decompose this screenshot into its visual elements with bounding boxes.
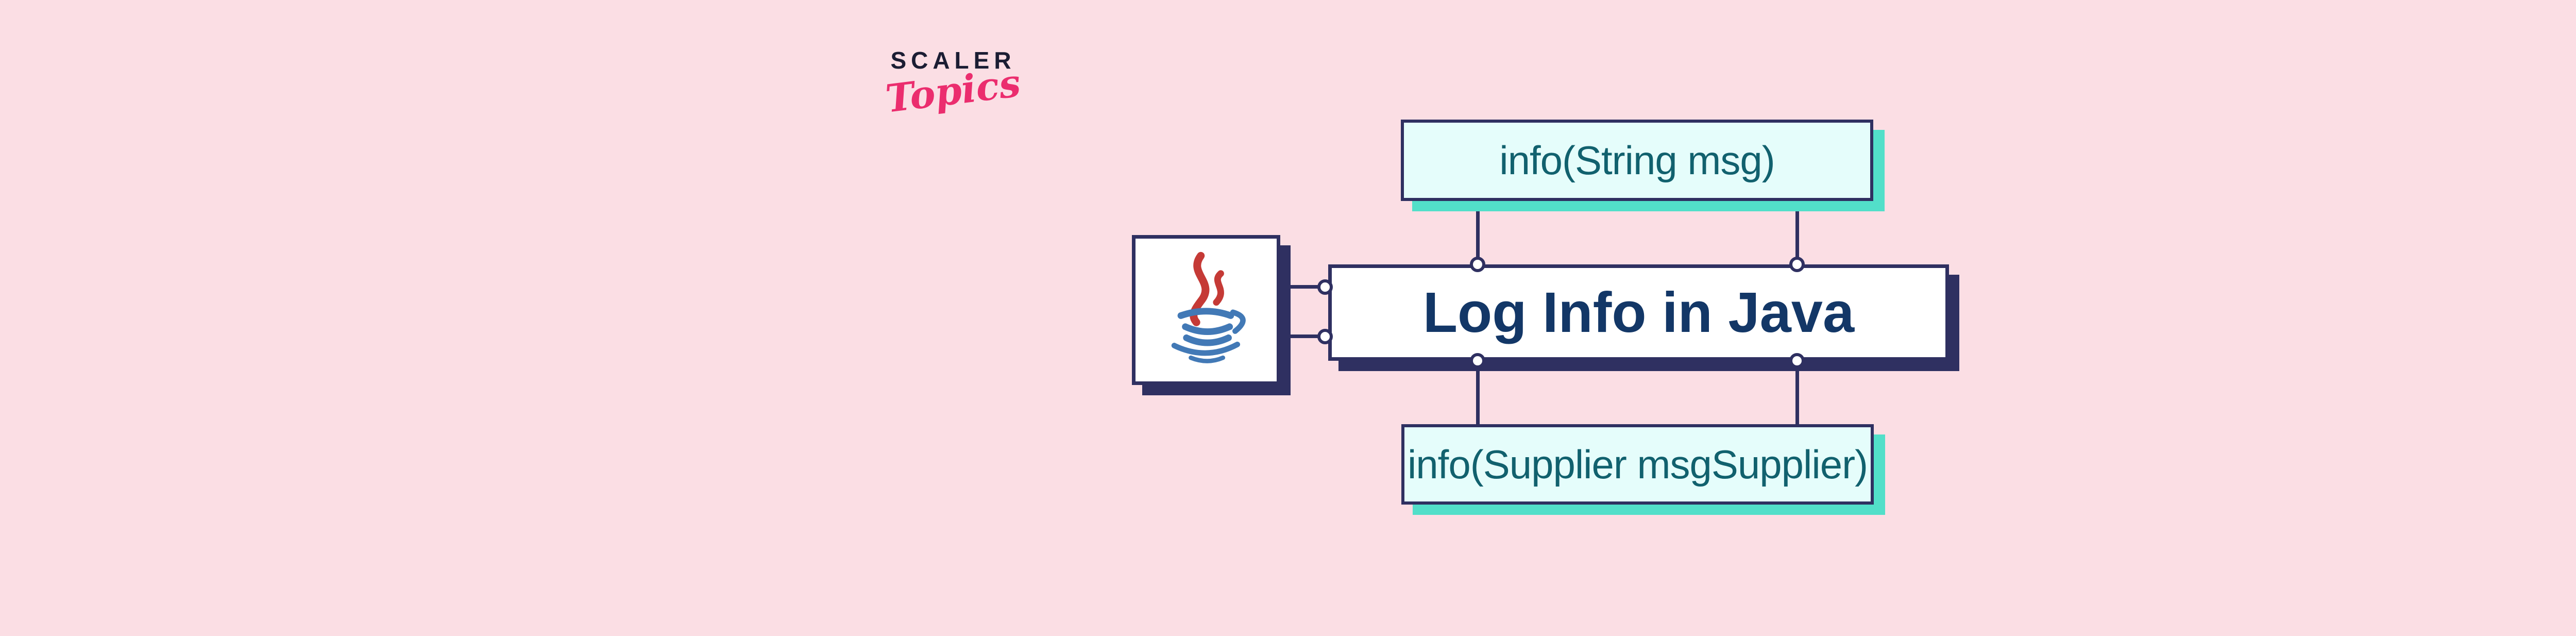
connector-line-java-top — [1279, 285, 1321, 289]
java-logo-box — [1132, 235, 1280, 385]
connector-line-top-right — [1795, 201, 1799, 264]
java-logo-icon — [1151, 251, 1262, 370]
connector-node — [1470, 353, 1485, 369]
diagram-title: Log Info in Java — [1422, 281, 1855, 344]
connector-node — [1789, 257, 1805, 272]
brand-name: SCALER — [890, 47, 1016, 74]
method-label: info(Supplier msgSupplier) — [1407, 441, 1868, 487]
connector-node — [1470, 257, 1485, 272]
method-label: info(String msg) — [1499, 137, 1775, 183]
title-box: Log Info in Java — [1328, 264, 1949, 361]
connector-line-java-bottom — [1279, 334, 1321, 338]
scaler-topics-logo: SCALER Topics — [876, 46, 1030, 122]
connector-node — [1317, 279, 1333, 295]
method-box-info-string: info(String msg) — [1401, 120, 1873, 201]
connector-line-bottom-right — [1795, 361, 1799, 424]
connector-node — [1789, 353, 1805, 369]
connector-line-bottom-left — [1476, 361, 1480, 424]
method-box-info-supplier: info(Supplier msgSupplier) — [1401, 424, 1874, 505]
connector-line-top-left — [1476, 201, 1480, 264]
connector-node — [1317, 329, 1333, 344]
